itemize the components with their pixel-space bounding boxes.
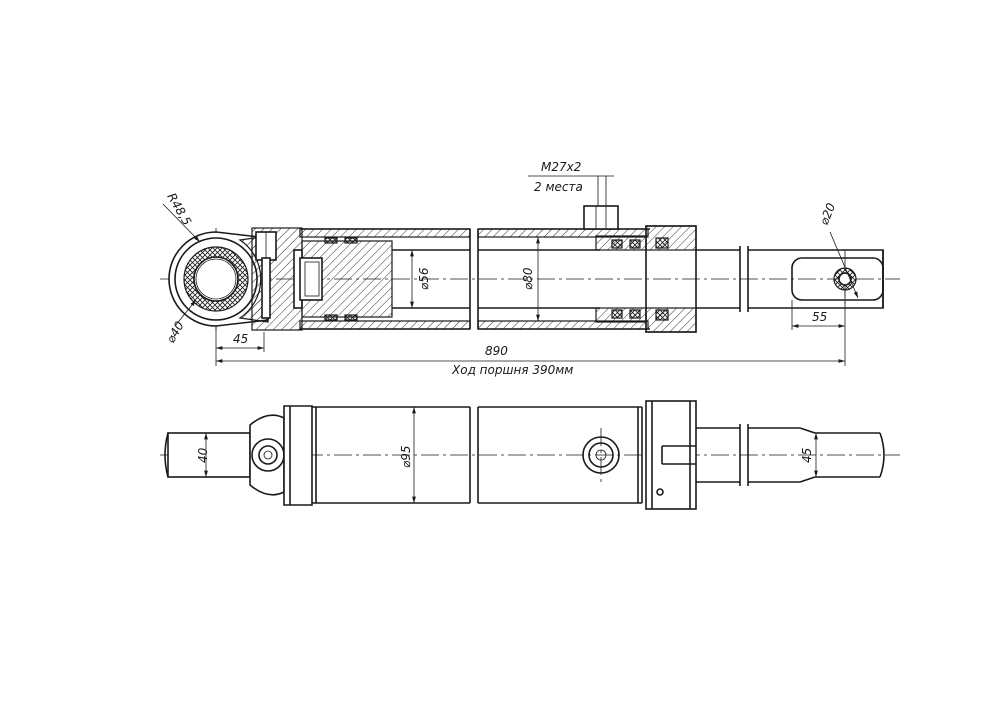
piston-rod-exterior [696,424,885,486]
rod-diameter-label: ⌀56 [417,267,431,290]
rear-block [249,405,313,506]
tube-diameter-label: ⌀95 [399,446,413,469]
pin-hole-label: ⌀20 [817,201,839,227]
overall-length-label: 890 [485,344,508,358]
section-view-dimensions: M27x2 2 места R48,5 ⌀40 ⌀20 ⌀56 ⌀80 45 5… [162,160,859,377]
port-exterior [582,436,620,474]
section-view [160,205,900,333]
piston-rod-section-left [392,249,470,309]
rod-end-length-label: 55 [812,310,827,324]
eye-radius-label: R48,5 [164,191,194,228]
eye-width-label: 40 [196,447,210,463]
piston [299,237,393,321]
gland-nut-exterior [645,400,697,510]
piston-rod-exposed [696,246,884,312]
rod-end-width-label: 45 [800,448,814,463]
exterior-view-dimensions: 40 ⌀95 45 [196,407,818,503]
bore-diameter-label: ⌀80 [521,267,535,290]
port-fitting [583,205,619,230]
rod-end-pin-hole [833,267,857,291]
stroke-note-label: Ход поршня 390мм [451,363,573,377]
eye-diameter-label: ⌀40 [163,319,187,346]
rod-gland [595,225,697,333]
rear-end-cap [251,227,303,331]
exterior-view [160,400,900,510]
cylinder-tube-exterior [312,406,643,504]
eye-offset-label: 45 [233,332,248,346]
thread-note-label: 2 места [534,180,583,194]
thread-label: M27x2 [541,160,581,174]
